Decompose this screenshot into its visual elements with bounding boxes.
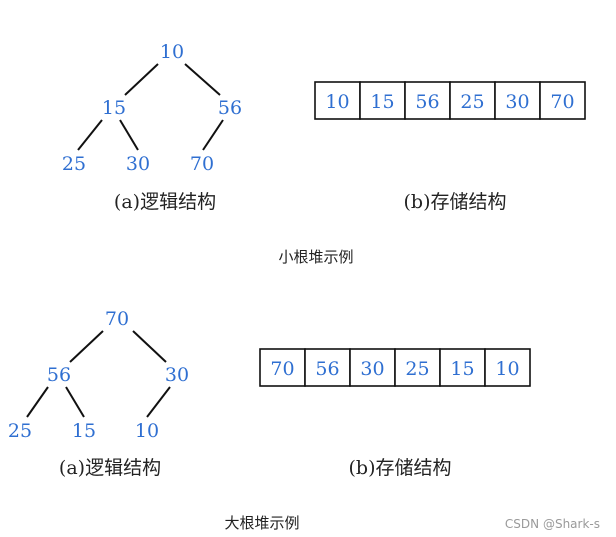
storage-cell <box>314 81 361 120</box>
storage-cell-value: 25 <box>405 358 429 380</box>
tree-edge <box>26 386 49 418</box>
min-heap-storage-caption: (b)存储结构 <box>404 191 507 213</box>
tree-edge <box>69 330 104 363</box>
tree-node-left: 56 <box>47 364 71 386</box>
storage-cell <box>349 348 396 387</box>
tree-node-right: 30 <box>165 364 189 386</box>
tree-node-left-left: 25 <box>62 153 86 175</box>
storage-cell-value: 25 <box>460 91 484 113</box>
tree-edge <box>202 119 224 151</box>
max-heap-title: 大根堆示例 <box>224 514 299 532</box>
tree-node-left-left: 25 <box>8 420 32 442</box>
min-heap-title: 小根堆示例 <box>278 248 353 266</box>
tree-edge <box>132 330 167 363</box>
storage-cell-value: 10 <box>495 358 519 380</box>
storage-cell-value: 30 <box>360 358 384 380</box>
tree-edge <box>184 63 221 96</box>
storage-cell-value: 30 <box>505 91 529 113</box>
tree-edge <box>77 119 103 151</box>
tree-node-left-right: 15 <box>72 420 96 442</box>
tree-edge <box>119 119 139 151</box>
min-heap-logical-caption: (a)逻辑结构 <box>114 191 216 213</box>
tree-edge <box>65 386 85 418</box>
storage-cell-value: 70 <box>270 358 294 380</box>
max-heap-storage-caption: (b)存储结构 <box>349 457 452 479</box>
max-heap-storage: 70 56 30 25 15 10 <box>259 348 531 387</box>
tree-edge <box>124 63 159 96</box>
storage-cell-value: 15 <box>450 358 474 380</box>
storage-cell-value: 15 <box>370 91 394 113</box>
storage-cell <box>404 81 451 120</box>
tree-node-root: 70 <box>105 308 129 330</box>
min-heap-tree: 10 15 56 25 30 70 <box>62 41 242 175</box>
storage-cell <box>494 81 541 120</box>
storage-cell-value: 56 <box>415 91 439 113</box>
storage-cell <box>359 81 406 120</box>
storage-cell <box>304 348 351 387</box>
storage-cell <box>259 348 306 387</box>
storage-cell <box>484 348 531 387</box>
tree-node-root: 10 <box>160 41 184 63</box>
max-heap-logical-caption: (a)逻辑结构 <box>59 457 161 479</box>
min-heap-storage: 10 15 56 25 30 70 <box>314 81 586 120</box>
tree-node-left-right: 30 <box>126 153 150 175</box>
storage-cell-value: 70 <box>550 91 574 113</box>
watermark: CSDN @Shark-s <box>505 517 600 531</box>
tree-edge <box>146 386 171 418</box>
storage-cell-value: 56 <box>315 358 339 380</box>
tree-node-right-left: 10 <box>135 420 159 442</box>
tree-node-left: 15 <box>102 97 126 119</box>
storage-cell <box>539 81 586 120</box>
max-heap-tree: 70 56 30 25 15 10 <box>8 308 189 442</box>
storage-cell <box>394 348 441 387</box>
tree-node-right-left: 70 <box>190 153 214 175</box>
storage-cell-value: 10 <box>325 91 349 113</box>
tree-node-right: 56 <box>218 97 242 119</box>
